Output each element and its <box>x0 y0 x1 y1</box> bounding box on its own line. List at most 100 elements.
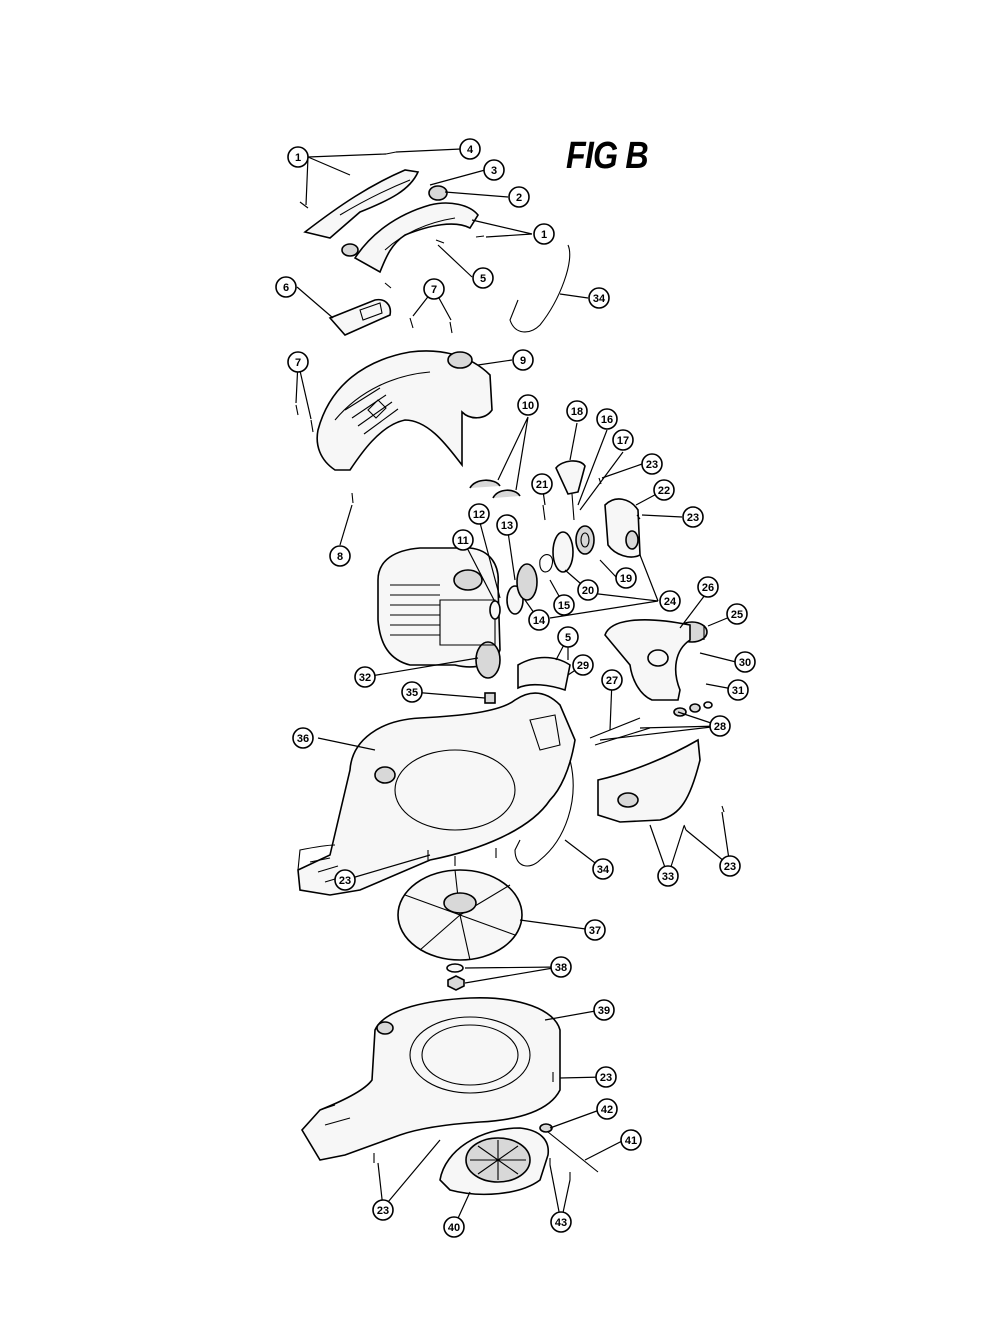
callout-circle <box>517 394 539 416</box>
callout-bubble: 1 <box>287 146 309 168</box>
callout-label: 25 <box>731 609 743 621</box>
callout-bubble: 19 <box>615 567 637 589</box>
callout-circle <box>550 956 572 978</box>
callout-label: 23 <box>646 459 658 471</box>
callout-bubble: 23 <box>334 869 356 891</box>
callout-circle <box>472 267 494 289</box>
callout-bubble: 25 <box>726 603 748 625</box>
callout-circle <box>615 567 637 589</box>
callout-bubble: 37 <box>584 919 606 941</box>
callout-circle <box>592 858 614 880</box>
cover-screw <box>449 321 453 334</box>
callout-circle <box>584 919 606 941</box>
callout-circle <box>287 351 309 373</box>
callout-circle <box>734 651 756 673</box>
callout-circle <box>653 479 675 501</box>
cover-screw <box>310 419 314 433</box>
fuel-tank-cover <box>604 619 691 701</box>
fuel-line <box>594 727 651 746</box>
callout-bubble: 28 <box>709 715 731 737</box>
callout-circle <box>533 223 555 245</box>
starter-screw <box>636 514 641 520</box>
callout-label: 23 <box>377 1205 389 1217</box>
callout-bubble: 21 <box>531 473 553 495</box>
fuel-fittings <box>673 701 713 717</box>
callout-bubble: 23 <box>595 1066 617 1088</box>
callout-label: 17 <box>617 435 629 447</box>
starter-handle-grips <box>469 479 521 499</box>
callout-bubble: 39 <box>593 999 615 1021</box>
callout-label: 8 <box>337 551 343 563</box>
blower-housing-upper <box>297 692 576 896</box>
callout-label: 34 <box>597 864 610 876</box>
callout-circle <box>372 1199 394 1221</box>
cover-screw <box>683 824 687 831</box>
callout-bubble: 30 <box>734 651 756 673</box>
intake-rod <box>547 1131 599 1173</box>
callout-label: 29 <box>577 660 589 672</box>
callout-bubble: 23 <box>641 453 663 475</box>
callout-bubble: 40 <box>443 1216 465 1238</box>
callout-bubble: 36 <box>292 727 314 749</box>
callout-label: 28 <box>714 721 726 733</box>
callout-label: 39 <box>598 1005 610 1017</box>
callout-circle <box>459 138 481 160</box>
callout-circle <box>553 594 575 616</box>
callout-circle <box>727 679 749 701</box>
starter-housing <box>604 498 641 558</box>
callout-bubble: 23 <box>372 1199 394 1221</box>
callout-circle <box>443 1216 465 1238</box>
callout-bubble: 42 <box>596 1098 618 1120</box>
callout-bubble: 22 <box>653 479 675 501</box>
callout-circle <box>275 276 297 298</box>
callout-bubble: 24 <box>659 590 681 612</box>
callout-circle <box>641 453 663 475</box>
callout-bubble: 2 <box>508 186 530 208</box>
nut <box>447 975 465 991</box>
callout-bubble: 23 <box>682 506 704 528</box>
callout-label: 11 <box>457 535 469 547</box>
cover-screw <box>295 404 299 416</box>
callout-label: 27 <box>606 675 618 687</box>
callout-circle <box>682 506 704 528</box>
callout-label: 10 <box>522 400 534 412</box>
callout-circle <box>566 400 588 422</box>
callout-circle <box>657 865 679 887</box>
callout-label: 6 <box>283 282 289 294</box>
callout-label: 43 <box>555 1217 567 1229</box>
callout-circle <box>292 727 314 749</box>
callout-label: 34 <box>593 293 606 305</box>
callout-circle <box>401 681 423 703</box>
starter-handle <box>555 460 586 521</box>
intake-cover <box>439 1127 549 1196</box>
callout-bubble: 34 <box>592 858 614 880</box>
cover-screw <box>351 492 354 504</box>
cover-plate <box>328 298 392 336</box>
callout-bubble: 10 <box>517 394 539 416</box>
callout-circle <box>329 545 351 567</box>
callout-label: 38 <box>555 962 567 974</box>
callout-bubble: 6 <box>275 276 297 298</box>
callout-label: 30 <box>739 657 751 669</box>
callout-label: 31 <box>732 685 744 697</box>
callout-bubble: 3 <box>483 159 505 181</box>
callout-bubble: 9 <box>512 349 534 371</box>
callout-label: 23 <box>724 861 736 873</box>
callout-bubble: 35 <box>401 681 423 703</box>
figure-title: FIG B <box>566 135 649 177</box>
callout-bubble: 34 <box>588 287 610 309</box>
callout-label: 15 <box>558 600 570 612</box>
callout-label: 41 <box>625 1135 637 1147</box>
impeller-fan <box>397 869 523 961</box>
callout-circle <box>601 669 623 691</box>
callout-bubble: 23 <box>719 855 741 877</box>
callout-circle <box>531 473 553 495</box>
callout-circle <box>512 349 534 371</box>
callout-circle <box>596 408 618 430</box>
callout-circle <box>659 590 681 612</box>
callout-circle <box>596 1098 618 1120</box>
callout-bubble: 12 <box>468 503 490 525</box>
callout-bubble: 18 <box>566 400 588 422</box>
throttle-cable-lower <box>514 759 574 867</box>
